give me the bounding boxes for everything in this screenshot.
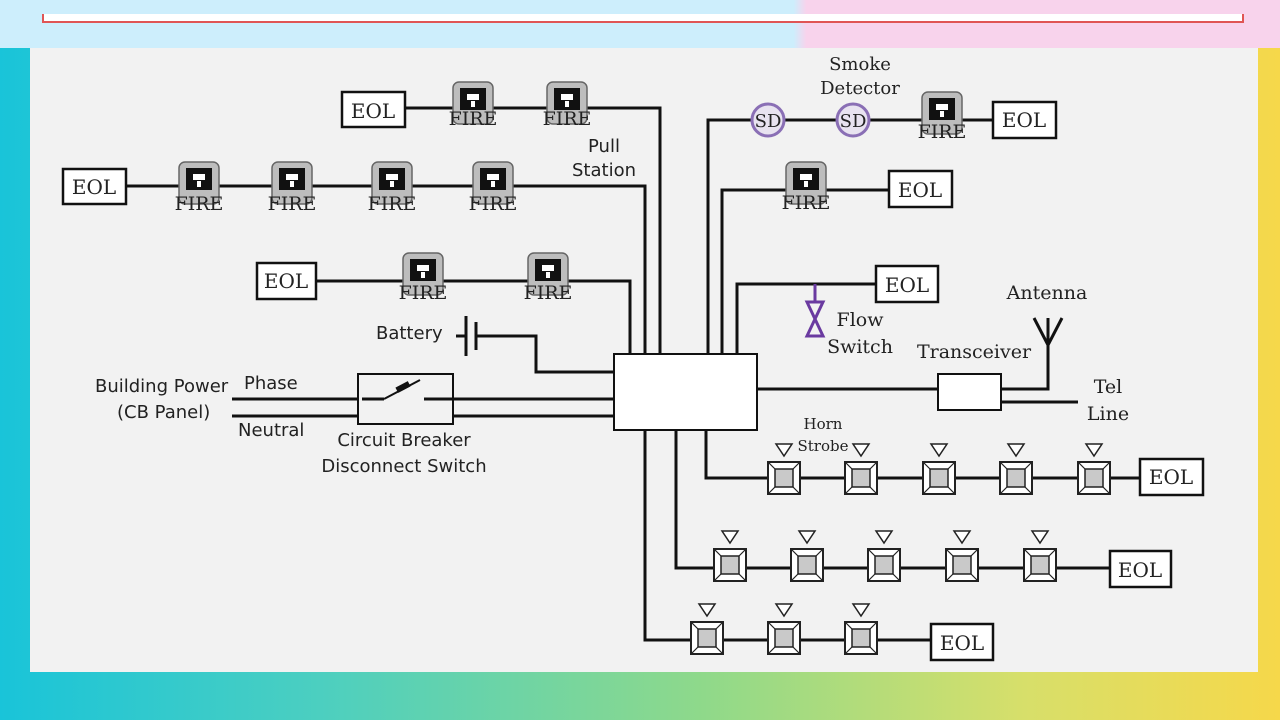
eol-label: EOL — [1149, 465, 1193, 489]
fire-label: FIRE — [543, 108, 592, 130]
flow-switch-label-1: Flow — [837, 309, 885, 331]
pull-station-label-1: Pull — [588, 136, 620, 157]
sd-label: SD — [755, 111, 782, 132]
horn-strobes — [690, 443, 1111, 655]
eol-box — [929, 622, 995, 662]
fire-label: FIRE — [399, 282, 448, 304]
pull-station-label-2: Station — [572, 160, 636, 181]
horn-strobe-icon — [767, 603, 801, 655]
neutral-label: Neutral — [238, 420, 304, 441]
circuit-breaker-label-1: Circuit Breaker — [337, 430, 471, 451]
eol-label: EOL — [72, 175, 116, 199]
flow-switch-icon — [804, 284, 826, 338]
fire-label: FIRE — [918, 121, 967, 143]
control-panel — [613, 353, 758, 431]
smoke-detector-icon — [835, 102, 871, 138]
fire-label: FIRE — [469, 193, 518, 215]
eol-label: EOL — [898, 178, 942, 202]
horn-strobe-icon — [945, 530, 979, 582]
eol-label: EOL — [885, 273, 929, 297]
fire-label: FIRE — [449, 108, 498, 130]
eol-box — [874, 264, 940, 304]
eol-box — [991, 100, 1058, 140]
eol-label: EOL — [1002, 108, 1046, 132]
sd-label: SD — [840, 111, 867, 132]
eol-label: EOL — [1118, 558, 1162, 582]
horn-strobe-icon — [767, 443, 801, 495]
smoke-detector-label-2: Detector — [820, 78, 900, 99]
building-power-label-1: Building Power — [95, 376, 229, 397]
smoke-detector-label-1: Smoke — [829, 54, 891, 75]
eol-label: EOL — [940, 631, 984, 655]
horn-strobe-icon — [922, 443, 956, 495]
horn-strobe-label-1: Horn — [804, 415, 843, 433]
smoke-detectors — [750, 102, 871, 138]
antenna-icon — [1032, 317, 1064, 346]
circuit-breaker-switch — [357, 373, 454, 425]
transceiver-label: Transceiver — [917, 341, 1032, 363]
fire-label: FIRE — [782, 192, 831, 214]
top-band — [0, 0, 1280, 48]
phase-label: Phase — [244, 373, 298, 394]
eol-box — [255, 261, 318, 301]
transceiver-box — [937, 373, 1002, 411]
eol-box — [887, 169, 954, 209]
flow-switch-label-2: Switch — [827, 336, 893, 358]
eol-box — [1138, 457, 1205, 497]
horn-strobe-icon — [844, 443, 878, 495]
eol-box — [340, 90, 407, 129]
eol-box — [61, 167, 128, 206]
fire-label: FIRE — [175, 193, 224, 215]
horn-strobe-icon — [790, 530, 824, 582]
title-bar-edge — [42, 14, 1244, 23]
horn-strobe-icon — [1023, 530, 1057, 582]
eol-label: EOL — [351, 99, 395, 123]
fire-label: FIRE — [524, 282, 573, 304]
tel-line-label-1: Tel — [1094, 376, 1123, 398]
battery-label: Battery — [376, 323, 443, 344]
horn-strobe-label-2: Strobe — [798, 437, 849, 455]
horn-strobe-icon — [690, 603, 724, 655]
eol-boxes — [61, 90, 1205, 662]
building-power-label-2: (CB Panel) — [117, 402, 210, 423]
horn-strobe-icon — [867, 530, 901, 582]
circuit-breaker-label-2: Disconnect Switch — [321, 456, 486, 477]
fire-label: FIRE — [268, 193, 317, 215]
eol-label: EOL — [264, 269, 308, 293]
horn-strobe-icon — [1077, 443, 1111, 495]
fire-label: FIRE — [368, 193, 417, 215]
antenna-label: Antenna — [1006, 282, 1088, 304]
smoke-detector-icon — [750, 102, 786, 138]
horn-strobe-icon — [713, 530, 747, 582]
horn-strobe-icon — [844, 603, 878, 655]
tel-line-label-2: Line — [1087, 403, 1129, 425]
eol-box — [1108, 549, 1173, 589]
horn-strobe-icon — [999, 443, 1033, 495]
